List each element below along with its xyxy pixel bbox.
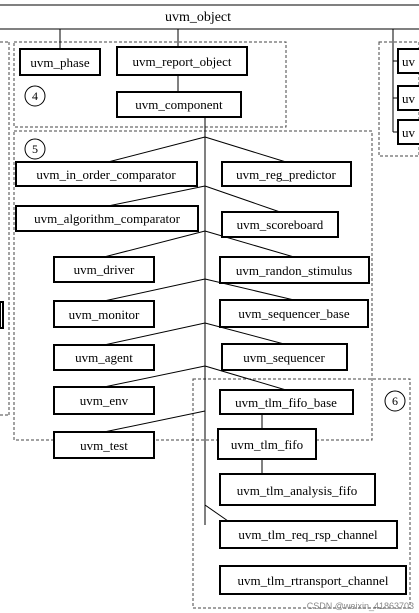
svg-text:uvm_algorithm_comparator: uvm_algorithm_comparator: [34, 211, 181, 226]
svg-text:uvm_tlm_fifo_base: uvm_tlm_fifo_base: [235, 395, 337, 410]
uvm-tlm-req-rsp-channel-node: uvm_tlm_req_rsp_channel: [219, 520, 398, 549]
uvm-monitor-node: uvm_monitor: [53, 300, 155, 328]
uvm-tlm-rtransport-channel-node: uvm_tlm_rtransport_channel: [219, 565, 407, 595]
svg-text:5: 5: [32, 142, 38, 156]
uvm-randon-stimulus-node: uvm_randon_stimulus: [219, 256, 370, 284]
uvm-tlm-analysis-fifo-node: uvm_tlm_analysis_fifo: [219, 473, 376, 506]
group-4-box: [13, 41, 287, 128]
svg-text:uvm_report_object: uvm_report_object: [133, 54, 232, 69]
uvm-report-object-node: uvm_report_object: [116, 46, 248, 76]
group-4-number: 4: [24, 85, 46, 107]
right-node-c: uv: [397, 119, 419, 145]
group-5-number: 5: [24, 138, 46, 160]
svg-text:uv: uv: [402, 91, 416, 106]
uvm-component-node: uvm_component: [116, 91, 242, 118]
right-group-box: [378, 41, 419, 157]
uvm-in-order-comparator-node: uvm_in_order_comparator: [15, 161, 198, 187]
svg-text:uvm_tlm_analysis_fifo: uvm_tlm_analysis_fifo: [237, 483, 358, 498]
watermark-text: CSDN @weixin_41863703: [307, 601, 414, 611]
uvm-agent-node: uvm_agent: [53, 344, 155, 371]
uvm-env-node: uvm_env: [53, 386, 155, 415]
svg-text:uvm_tlm_fifo: uvm_tlm_fifo: [231, 437, 303, 452]
svg-text:6: 6: [392, 394, 398, 408]
uvm-sequencer-node: uvm_sequencer: [221, 343, 348, 371]
uvm-object-label: uvm_object: [165, 10, 231, 25]
group-6-box: [192, 378, 411, 609]
uvm-algorithm-comparator-node: uvm_algorithm_comparator: [15, 205, 199, 232]
svg-text:uvm_reg_predictor: uvm_reg_predictor: [236, 167, 336, 182]
svg-text:uvm_component: uvm_component: [135, 97, 223, 112]
uvm-tlm-fifo-base-node: uvm_tlm_fifo_base: [219, 389, 354, 415]
svg-text:uvm_sequencer_base: uvm_sequencer_base: [238, 306, 349, 321]
uvm-sequencer-base-node: uvm_sequencer_base: [219, 299, 369, 328]
uvm-tlm-fifo-node: uvm_tlm_fifo: [217, 428, 317, 460]
svg-text:uvm_phase: uvm_phase: [30, 55, 89, 70]
right-node-b: uv: [397, 85, 419, 111]
svg-text:uvm_in_order_comparator: uvm_in_order_comparator: [36, 167, 176, 182]
svg-text:uvm_env: uvm_env: [80, 393, 129, 408]
svg-text:uvm_sequencer: uvm_sequencer: [243, 350, 325, 365]
svg-text:uv: uv: [402, 54, 416, 69]
uvm-phase-node: uvm_phase: [19, 48, 101, 76]
uvm-driver-node: uvm_driver: [53, 256, 155, 283]
left-partial-node: [0, 301, 4, 329]
svg-text:uvm_tlm_req_rsp_channel: uvm_tlm_req_rsp_channel: [238, 527, 378, 542]
svg-text:uvm_randon_stimulus: uvm_randon_stimulus: [236, 263, 352, 278]
uvm-reg-predictor-node: uvm_reg_predictor: [221, 161, 352, 187]
svg-text:uv: uv: [402, 125, 416, 140]
svg-text:uvm_agent: uvm_agent: [75, 350, 133, 365]
group-6-number: 6: [384, 390, 406, 412]
svg-text:4: 4: [32, 89, 38, 103]
uvm-test-node: uvm_test: [53, 431, 155, 459]
svg-text:uvm_tlm_rtransport_channel: uvm_tlm_rtransport_channel: [238, 573, 389, 588]
uvm-scoreboard-node: uvm_scoreboard: [221, 211, 339, 238]
svg-text:uvm_driver: uvm_driver: [74, 262, 135, 277]
connectors: [59, 29, 398, 525]
svg-text:uvm_monitor: uvm_monitor: [69, 307, 140, 322]
svg-text:uvm_scoreboard: uvm_scoreboard: [237, 217, 324, 232]
right-node-a: uv: [397, 48, 419, 74]
svg-text:uvm_test: uvm_test: [80, 438, 128, 453]
